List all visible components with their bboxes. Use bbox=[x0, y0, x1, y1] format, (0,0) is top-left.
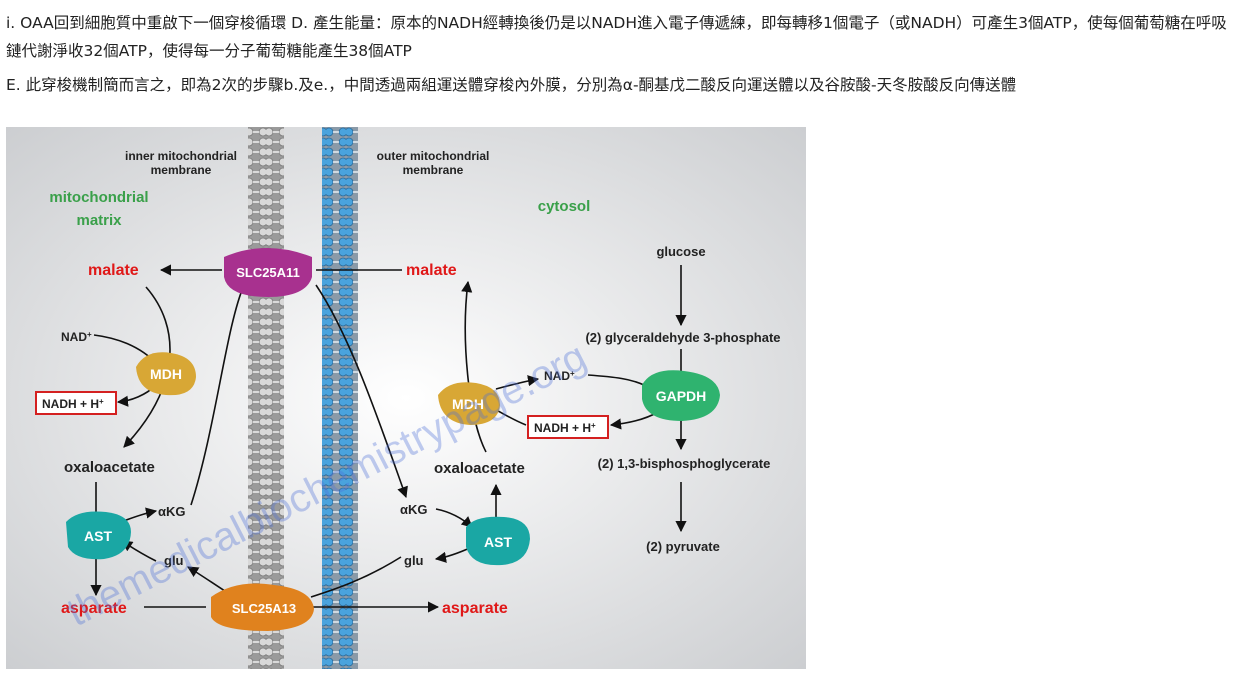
pyruvate-label: (2) pyruvate bbox=[646, 539, 720, 554]
inner-membrane-label-line1: inner mitochondrial bbox=[125, 149, 237, 163]
nadh-right-label: NADH + H+ bbox=[534, 421, 596, 436]
outer-membrane-label-line1: outer mitochondrial bbox=[377, 149, 490, 163]
ast-right-label: AST bbox=[484, 534, 512, 550]
g3p-label: (2) glyceraldehyde 3-phosphate bbox=[585, 330, 780, 345]
glucose-label: glucose bbox=[656, 244, 705, 259]
inner-membrane-label-line2: membrane bbox=[151, 163, 212, 177]
ast-left-enzyme: AST bbox=[66, 511, 131, 560]
ast-left-label: AST bbox=[84, 528, 112, 544]
slc25a11-transporter: SLC25A11 bbox=[224, 248, 312, 297]
akg-left-label: αKG bbox=[158, 504, 186, 519]
bpg-label: (2) 1,3-bisphosphoglycerate bbox=[598, 456, 771, 471]
nadh-left-label: NADH + H+ bbox=[42, 397, 104, 412]
inner-mitochondrial-membrane bbox=[248, 127, 284, 669]
oxaloacetate-right-label: oxaloacetate bbox=[434, 460, 525, 477]
oxaloacetate-left-label: oxaloacetate bbox=[64, 459, 155, 476]
slc25a11-label: SLC25A11 bbox=[236, 265, 300, 280]
mdh-left-label: MDH bbox=[150, 366, 182, 382]
malate-aspartate-shuttle-diagram: inner mitochondrial membrane outer mitoc… bbox=[6, 127, 806, 669]
akg-right-label: αKG bbox=[400, 502, 428, 517]
slc25a13-label: SLC25A13 bbox=[232, 601, 296, 616]
matrix-label-line1: mitochondrial bbox=[49, 189, 148, 206]
outer-membrane-label-line2: membrane bbox=[403, 163, 464, 177]
nad-left-label: NAD+ bbox=[61, 330, 92, 345]
nadh-right-box: NADH + H+ bbox=[527, 415, 609, 439]
nad-right-label: NAD+ bbox=[544, 369, 575, 384]
mdh-right-label: MDH bbox=[452, 396, 484, 412]
asparate-left-label: asparate bbox=[61, 600, 127, 617]
pathway-arrows bbox=[90, 264, 687, 613]
cytosol-label: cytosol bbox=[538, 198, 591, 215]
matrix-label-line2: matrix bbox=[76, 212, 122, 229]
paragraph-1: i. OAA回到細胞質中重啟下一個穿梭循環 D. 產生能量：原本的NADH經轉換… bbox=[6, 14, 1227, 60]
glu-right-label: glu bbox=[404, 553, 424, 568]
nadh-left-box: NADH + H+ bbox=[35, 391, 117, 415]
mdh-right-enzyme: MDH bbox=[438, 382, 500, 425]
malate-right-label: malate bbox=[406, 262, 457, 279]
outer-mitochondrial-membrane bbox=[322, 127, 358, 669]
paragraph-2: E. 此穿梭機制簡而言之，即為2次的步驟b.及e.，中間透過兩組運送體穿梭內外膜… bbox=[6, 76, 1017, 94]
asparate-right-label: asparate bbox=[442, 600, 508, 617]
gapdh-label: GAPDH bbox=[656, 388, 707, 404]
gapdh-enzyme: GAPDH bbox=[642, 370, 720, 421]
mdh-left-enzyme: MDH bbox=[136, 352, 196, 396]
slc25a13-transporter: SLC25A13 bbox=[211, 583, 314, 631]
glu-left-label: glu bbox=[164, 553, 184, 568]
ast-right-enzyme: AST bbox=[466, 516, 530, 566]
malate-left-label: malate bbox=[88, 262, 139, 279]
